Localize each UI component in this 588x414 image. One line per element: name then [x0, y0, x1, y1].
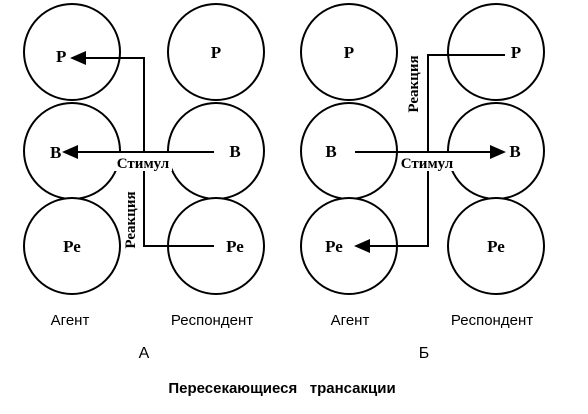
panel-b-agent-parent-label: Р — [344, 43, 354, 62]
panel-b-stimulus-label: Стимул — [401, 156, 454, 172]
panel-a-respondent-adult-label: В — [229, 142, 240, 161]
panel-a-respondent-caption: Респондент — [171, 312, 253, 329]
panel-b-reaction-line — [368, 54, 505, 247]
panel-b-stimulus-label-bg — [398, 153, 456, 171]
panel-b: Р В Ре Р В Ре Стимул Реакция Агент Респо… — [300, 3, 545, 362]
panel-b-respondent-adult-label: В — [509, 142, 520, 161]
panel-a-agent-circle-child — [23, 197, 121, 295]
panel-a: Р В Ре Р В Ре Стимул Реакция Агент Респо… — [23, 3, 265, 362]
panel-a-stimulus-label: Стимул — [117, 156, 170, 172]
panel-b-agent-circle-parent — [300, 3, 398, 101]
panel-a-respondent-parent-label: Р — [211, 43, 221, 62]
panel-b-stimulus-arrowhead — [490, 145, 506, 159]
panel-b-respondent-circle-parent — [447, 3, 545, 101]
panel-b-reaction-arrowhead — [354, 239, 370, 253]
panel-a-reaction-line — [84, 57, 214, 247]
panel-a-stimulus-label-bg — [114, 153, 172, 171]
panel-a-stimulus-arrowhead — [62, 145, 78, 159]
figure-caption: Пересекающиеся трансакции — [168, 380, 395, 397]
panel-a-respondent-child-label: Ре — [226, 237, 244, 256]
panel-a-agent-parent-label: Р — [56, 47, 66, 66]
panel-a-agent-adult-label: В — [50, 143, 61, 162]
panel-a-reaction-label: Реакция — [123, 191, 139, 248]
panel-b-respondent-child-label: Ре — [487, 237, 505, 256]
panel-a-letter: А — [139, 345, 150, 362]
panel-a-agent-circle-parent — [23, 3, 121, 101]
panel-b-agent-adult-label: В — [325, 142, 336, 161]
panel-b-respondent-caption: Респондент — [451, 312, 533, 329]
panel-b-respondent-circle-child — [447, 197, 545, 295]
panel-b-reaction-label: Реакция — [406, 55, 422, 112]
panel-b-agent-caption: Агент — [331, 312, 370, 329]
panel-a-respondent-circle-parent — [167, 3, 265, 101]
panel-b-respondent-parent-label: Р — [511, 43, 521, 62]
panel-b-agent-child-label: Ре — [325, 237, 343, 256]
panel-a-agent-child-label: Ре — [63, 237, 81, 256]
panel-a-reaction-arrowhead — [70, 51, 86, 65]
panel-a-agent-caption: Агент — [51, 312, 90, 329]
panel-b-letter: Б — [419, 345, 430, 362]
